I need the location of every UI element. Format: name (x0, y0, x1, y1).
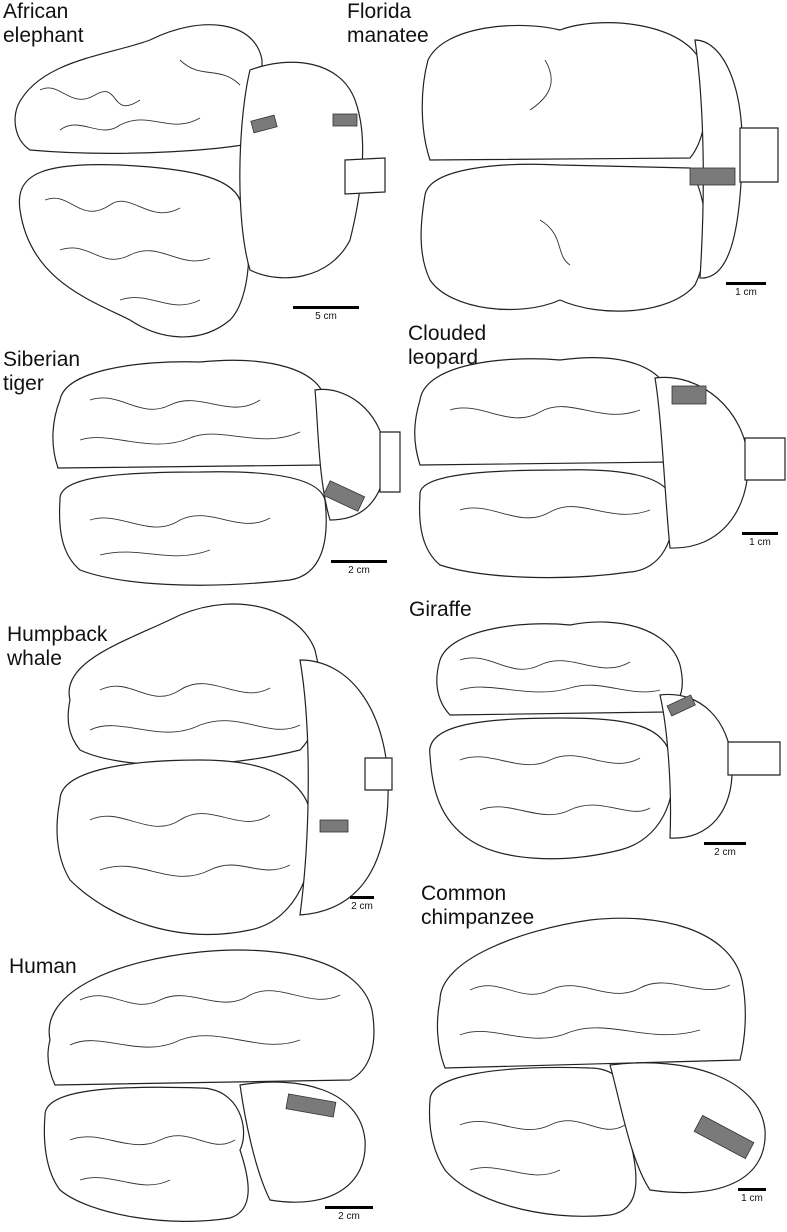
clouded-leopard-brain (414, 357, 786, 579)
scale-label: 2 cm (338, 1211, 360, 1222)
scale-bar-giraffe: 2 cm (703, 842, 747, 858)
human-label: Human (9, 955, 77, 978)
scale-bar-common-chimpanzee: 1 cm (736, 1188, 768, 1204)
florida-manatee-brain (420, 22, 779, 312)
scale-label: 2 cm (348, 565, 370, 576)
human-brain (43, 949, 375, 1222)
scale-bar-humpback-whale: 2 cm (347, 896, 377, 912)
siberian-tiger-label: Siberian tiger (3, 348, 81, 395)
common-chimpanzee-label: Common chimpanzee (421, 882, 535, 929)
siberian-tiger-brain (52, 359, 401, 586)
common-chimpanzee-brain (428, 917, 766, 1217)
african-elephant-label: African elephant (3, 0, 84, 47)
scale-bar-human: 2 cm (324, 1206, 374, 1222)
scale-label: 5 cm (315, 311, 337, 322)
scale-bar-siberian-tiger: 2 cm (331, 560, 387, 576)
clouded-leopard-label: Clouded leopard (408, 322, 487, 369)
african-elephant-brain (14, 24, 386, 338)
giraffe-label: Giraffe (409, 598, 472, 621)
scale-label: 2 cm (714, 847, 736, 858)
giraffe-brain (429, 621, 781, 860)
florida-manatee-label: Florida manatee (347, 0, 429, 47)
scale-bar-clouded-leopard: 1 cm (741, 532, 779, 548)
scale-label: 2 cm (351, 901, 373, 912)
scale-label: 1 cm (735, 287, 757, 298)
humpback-whale-brain (56, 603, 393, 935)
scale-label: 1 cm (749, 537, 771, 548)
scale-bar-african-elephant: 5 cm (293, 306, 359, 322)
scale-label: 1 cm (741, 1193, 763, 1204)
scale-bar-florida-manatee: 1 cm (725, 282, 767, 298)
humpback-whale-label: Humpback whale (7, 623, 108, 670)
